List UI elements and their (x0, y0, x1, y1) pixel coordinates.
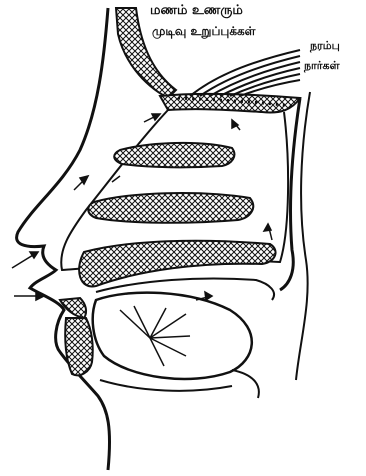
nerve-fibres-label-line1: நரம்பு (310, 40, 340, 51)
smell-organs-label-line1: மணம் உணரும் (150, 4, 243, 17)
cribriform-plate (160, 94, 300, 113)
pharynx-wall (296, 92, 310, 380)
frontal-bone (116, 8, 176, 98)
throat-curve (232, 370, 259, 398)
jaw-outline (100, 380, 232, 391)
smell-organs-label-line2: முடிவு உறுப்புக்கள் (152, 25, 256, 37)
face-profile-outline (17, 8, 110, 470)
olfactory-nerve-fibres (190, 50, 300, 96)
lower-teeth (65, 318, 93, 375)
tongue-muscle-lines (120, 306, 190, 366)
posterior-nasal-wall (280, 98, 300, 290)
tongue (93, 293, 252, 379)
superior-concha (114, 143, 234, 167)
nerve-fibres-label-line2: நார்கள் (304, 60, 340, 71)
middle-concha (88, 193, 253, 223)
